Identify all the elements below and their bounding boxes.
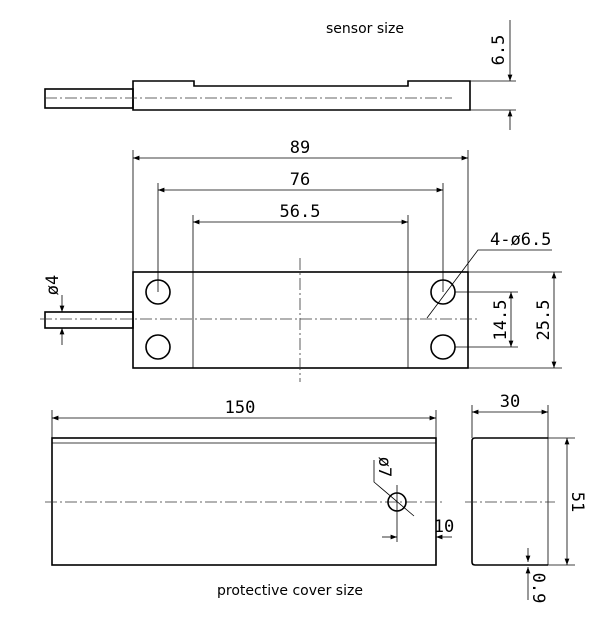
sensor-thickness-dim: 6.5 <box>489 35 509 66</box>
overall-length-dim: 89 <box>290 138 310 158</box>
hole-spacing-dim: 76 <box>290 170 310 190</box>
cover-side-view: 30 51 0.9 <box>465 392 587 603</box>
hole-pitch-dim: 14.5 <box>491 300 511 341</box>
sensor-size-title: sensor size <box>326 21 404 37</box>
holes-dim: 4-ø6.5 <box>490 230 551 250</box>
sensor-top-view: 89 76 56.5 4-ø6.5 ø4 14.5 25.5 <box>40 138 562 382</box>
wire-dia-dim: ø4 <box>43 275 63 295</box>
cover-front-view: ø7 10 150 <box>45 398 454 566</box>
cover-size-title: protective cover size <box>217 583 363 599</box>
cover-length-dim: 150 <box>225 398 256 418</box>
cover-thickness-dim: 0.9 <box>528 573 548 604</box>
width-dim: 25.5 <box>534 300 554 341</box>
hole-offset-dim: 10 <box>434 517 454 537</box>
cover-height-dim: 51 <box>567 492 587 512</box>
cover-width-dim: 30 <box>500 392 520 412</box>
sensor-side-view: 6.5 <box>44 20 516 130</box>
hole-dia-dim: ø7 <box>374 457 394 477</box>
inner-length-dim: 56.5 <box>280 202 321 222</box>
